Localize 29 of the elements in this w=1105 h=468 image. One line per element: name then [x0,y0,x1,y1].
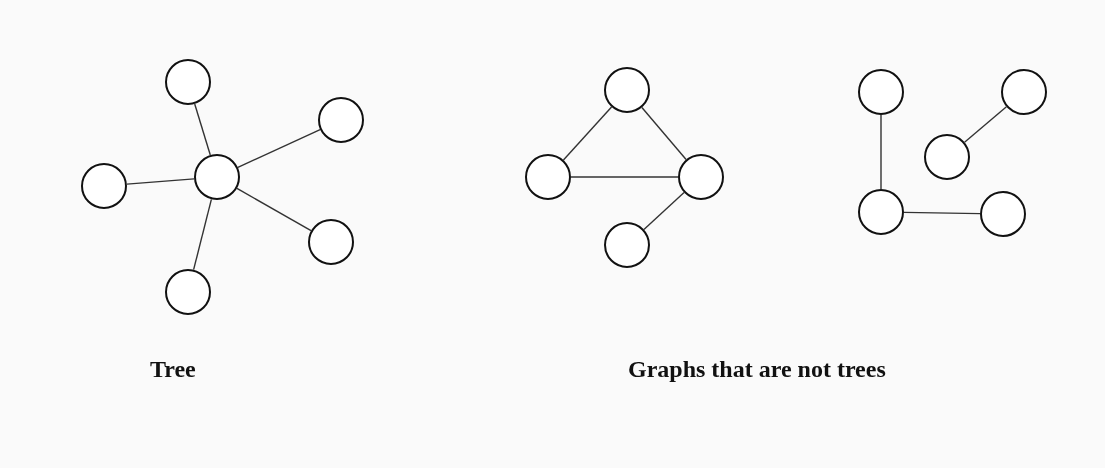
graph-node-circle [678,154,724,200]
edge-line [643,191,685,231]
caption-text: Graphs that are not trees [628,356,886,383]
graph-node-circle [81,163,127,209]
edge-line [963,106,1008,143]
edge-line [194,103,211,156]
graph-node-circle [604,222,650,268]
edge-line [562,106,613,161]
edge-line [236,187,312,232]
graph-node-circle [194,154,240,200]
graph-node-circle [165,269,211,315]
graph-node-circle [924,134,970,180]
graph-node-circle [858,189,904,235]
graph-node-circle [165,59,211,105]
edge-line [126,178,195,185]
graph-node-circle [604,67,650,113]
graph-node-circle [980,191,1026,237]
graph-node-circle [1001,69,1047,115]
edge-line [880,114,882,190]
graph-node-circle [318,97,364,143]
edge-line [570,176,679,178]
edge-line [192,198,213,271]
edge-line [237,128,321,169]
graph-node-circle [858,69,904,115]
edge-line [641,106,687,161]
graph-node-circle [308,219,354,265]
caption-text: Tree [150,356,196,383]
edge-line [903,211,981,215]
graph-node-circle [525,154,571,200]
